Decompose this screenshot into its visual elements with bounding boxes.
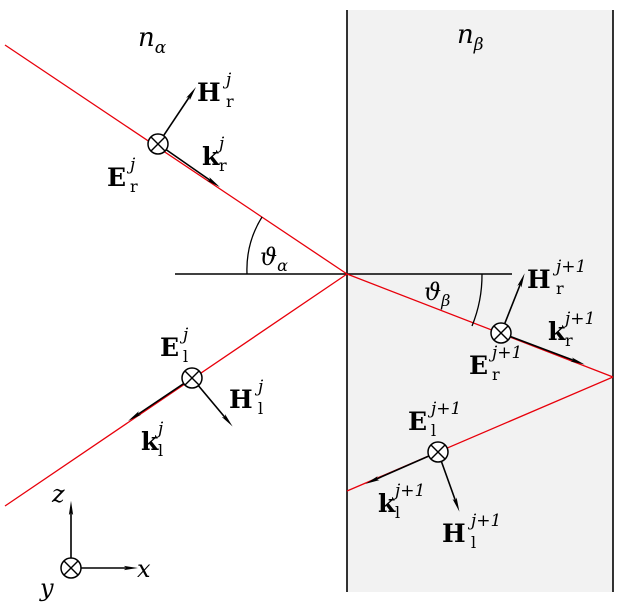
svg-text:H: H xyxy=(197,78,221,107)
label-theta-alpha: ϑα xyxy=(260,243,288,275)
svg-text:r: r xyxy=(556,279,564,298)
svg-text:j: j xyxy=(215,134,225,154)
svg-text:l: l xyxy=(183,347,188,366)
e-r-j1-cross-icon xyxy=(490,322,512,344)
svg-text:j+1: j+1 xyxy=(552,257,586,277)
label-h-r-j1: H j+1 r xyxy=(527,257,586,298)
label-e-r-j: E j r xyxy=(107,155,138,196)
svg-text:r: r xyxy=(492,365,500,384)
svg-text:E: E xyxy=(160,333,179,362)
svg-text:k: k xyxy=(202,142,220,171)
axis-y-cross-icon xyxy=(60,557,82,579)
svg-text:j: j xyxy=(154,419,164,439)
svg-text:r: r xyxy=(565,331,573,350)
label-theta-beta: ϑβ xyxy=(424,278,450,310)
svg-text:l: l xyxy=(471,533,476,552)
svg-text:r: r xyxy=(219,156,227,175)
e-r-j-cross-icon xyxy=(147,133,169,155)
svg-text:j+1: j+1 xyxy=(561,309,595,329)
angle-arc-beta xyxy=(471,273,483,327)
svg-text:j+1: j+1 xyxy=(467,511,501,531)
svg-text:H: H xyxy=(442,519,466,548)
ray-incident-l-j xyxy=(4,273,348,507)
label-n-alpha: nα xyxy=(138,23,167,58)
svg-text:j+1: j+1 xyxy=(488,343,522,363)
svg-text:H: H xyxy=(229,385,253,414)
label-n-beta: nβ xyxy=(457,20,484,55)
svg-text:H: H xyxy=(527,265,551,294)
svg-text:k: k xyxy=(141,427,159,456)
k-r-j-arrow xyxy=(157,143,220,188)
svg-text:l: l xyxy=(158,441,163,460)
k-r-j1-arrow xyxy=(500,332,585,365)
label-h-l-j1: H j+1 l xyxy=(442,511,501,552)
svg-text:E: E xyxy=(107,163,126,192)
svg-text:j+1: j+1 xyxy=(427,399,461,419)
svg-text:j: j xyxy=(126,155,136,175)
axis-z-label: z xyxy=(51,480,65,508)
axis-y-label: y xyxy=(39,574,54,602)
label-e-l-j: E j l xyxy=(160,325,189,366)
svg-text:l: l xyxy=(431,421,436,440)
svg-text:j: j xyxy=(254,377,264,397)
svg-text:l: l xyxy=(258,399,263,418)
label-k-r-j: k j r xyxy=(202,134,227,175)
e-l-j-cross-icon xyxy=(181,367,203,389)
label-e-r-j1: E j+1 r xyxy=(469,343,522,384)
label-h-r-j: H j r xyxy=(197,70,234,111)
svg-text:E: E xyxy=(408,407,427,436)
svg-text:k: k xyxy=(378,489,396,518)
label-e-l-j1: E j+1 l xyxy=(408,399,461,440)
svg-text:j+1: j+1 xyxy=(391,481,425,501)
k-l-j-arrow xyxy=(128,377,193,422)
ray-incident-r-j xyxy=(4,44,348,275)
angle-arc-alpha xyxy=(246,216,263,275)
svg-text:E: E xyxy=(469,351,488,380)
axis-x-label: x xyxy=(137,555,151,583)
svg-text:k: k xyxy=(548,317,566,346)
label-k-r-j1: k j+1 r xyxy=(548,309,595,350)
ray-r-j1 xyxy=(346,273,614,378)
label-k-l-j1: k j+1 l xyxy=(378,481,425,522)
svg-text:l: l xyxy=(395,503,400,522)
svg-text:j: j xyxy=(179,325,189,345)
svg-text:r: r xyxy=(226,92,234,111)
e-l-j1-cross-icon xyxy=(427,441,449,463)
k-l-j1-arrow xyxy=(365,451,439,484)
svg-text:r: r xyxy=(130,177,138,196)
label-h-l-j: H j l xyxy=(229,377,264,418)
label-k-l-j: k j l xyxy=(141,419,164,460)
svg-text:j: j xyxy=(222,70,232,90)
